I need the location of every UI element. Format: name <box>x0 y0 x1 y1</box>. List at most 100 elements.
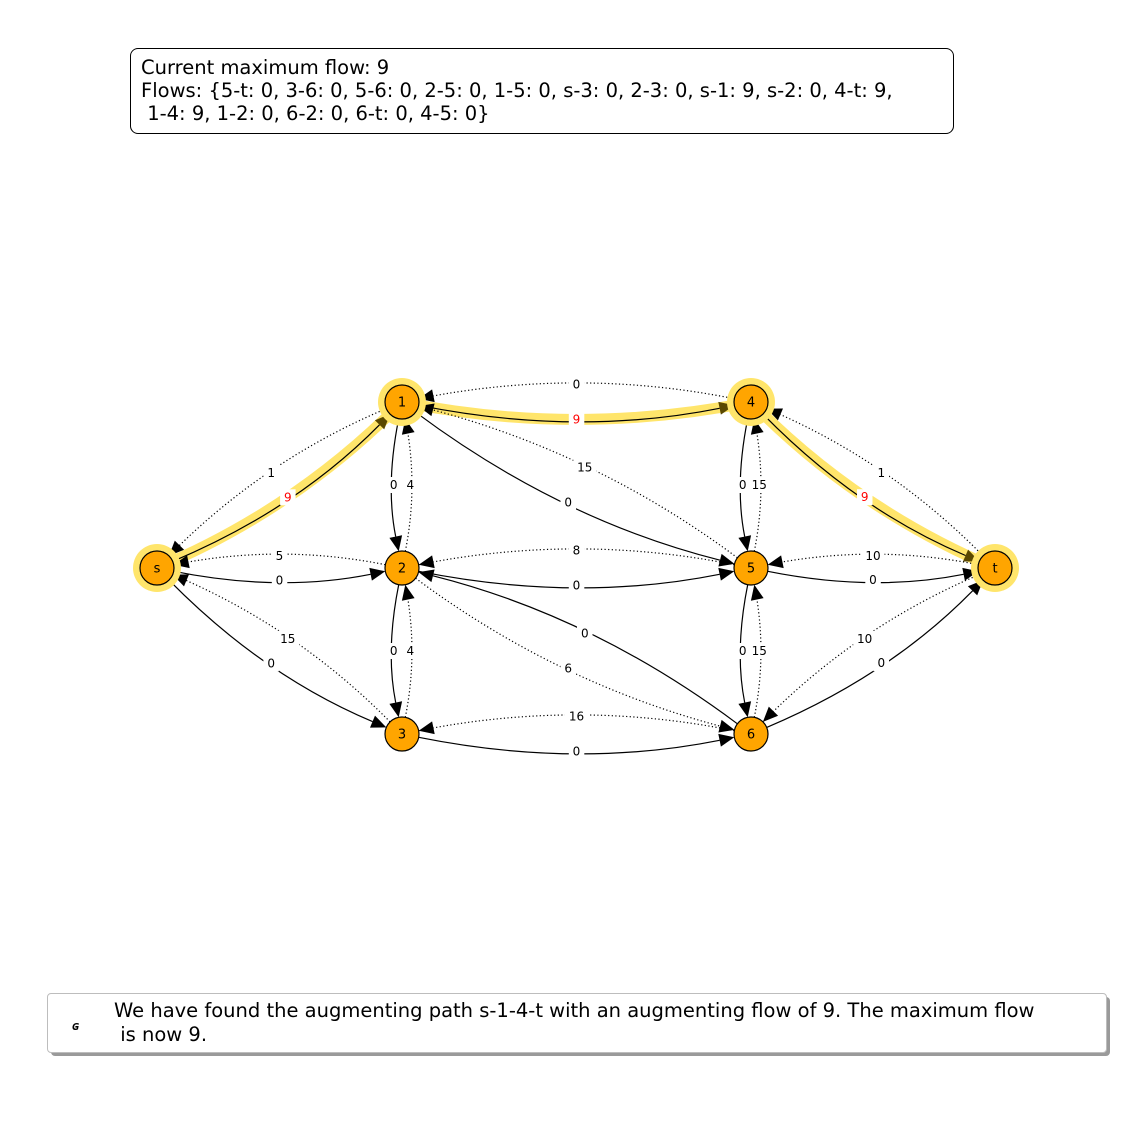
edge-t-6-label: 10 <box>853 630 877 647</box>
edge-s-1-label-text: 9 <box>284 490 292 504</box>
edge-3-6-label-text: 0 <box>573 745 581 759</box>
edge-5-6-arrowhead <box>738 701 752 718</box>
node-4: 4 <box>727 378 775 426</box>
edge-2-1-label-bg <box>402 477 419 493</box>
node-1-circle <box>384 384 420 420</box>
edge-3-2-label-bg <box>402 643 419 659</box>
edge-1-s-label-bg <box>263 464 279 481</box>
edge-6-2-label-text: 0 <box>581 627 589 641</box>
edge-s-2-arrowhead <box>369 567 386 581</box>
edge-3-s-label-text: 15 <box>280 632 295 646</box>
edge-3-2-arrowhead <box>401 584 415 601</box>
edge-5-4-label: 15 <box>747 477 771 493</box>
edge-2-6-label-bg <box>560 660 576 677</box>
edge-2-3-arrowhead <box>389 701 403 718</box>
edge-6-t-label-bg <box>873 655 889 672</box>
edge-6-3-arrowhead <box>418 721 435 735</box>
edge-2-6-arrowhead <box>718 719 735 733</box>
edge-4-1-label-text: 0 <box>573 378 581 392</box>
edge-t-6-label-bg <box>853 630 877 647</box>
edge-2-1 <box>404 418 413 552</box>
node-3-label: 3 <box>398 728 406 743</box>
edge-3-6-arrowhead <box>718 733 735 747</box>
edge-t-5-label-bg <box>861 547 885 564</box>
edge-1-5-label: 0 <box>560 494 576 511</box>
edge-s-3-label-bg <box>263 655 279 672</box>
edge-4-5-label: 0 <box>735 477 751 493</box>
edge-t-5-label-text: 10 <box>865 549 880 563</box>
edge-4-5-label-bg <box>735 477 751 493</box>
edge-s-1-highlight <box>151 396 408 574</box>
node-1: 1 <box>378 378 426 426</box>
node-5: 5 <box>733 550 769 586</box>
edge-s-2-label: 0 <box>271 572 288 589</box>
edge-2-1-label: 4 <box>402 477 419 493</box>
edge-5-t-label-bg <box>865 572 881 589</box>
edge-6-2-arrowhead <box>418 569 435 583</box>
flows-line-2: 1-4: 9, 1-2: 0, 6-2: 0, 6-t: 0, 4-5: 0} <box>141 102 490 125</box>
edge-t-6-label-text: 10 <box>857 632 872 646</box>
edge-5-t-label-text: 0 <box>869 573 877 587</box>
edge-1-5-label-bg <box>560 494 576 511</box>
node-s: s <box>133 544 181 592</box>
edge-2-1-label-text: 4 <box>406 478 414 492</box>
edge-6-t-label-text: 0 <box>877 656 885 670</box>
node-5-label: 5 <box>747 562 755 577</box>
edge-s-2-label-bg <box>271 572 288 589</box>
edge-6-5-label-text: 15 <box>752 644 767 658</box>
edge-5-t-label: 0 <box>865 572 881 589</box>
edge-2-s <box>173 553 386 566</box>
edge-1-2-arrowhead <box>389 535 403 552</box>
edge-3-s-label: 15 <box>276 630 300 647</box>
edge-5-4-label-bg <box>747 477 771 493</box>
edge-3-s <box>172 574 391 723</box>
edge-6-3-label-text: 16 <box>569 710 584 724</box>
edge-2-3-label-bg <box>385 643 402 659</box>
node-1-label: 1 <box>398 396 406 411</box>
node-6: 6 <box>733 716 769 752</box>
message-box: ɢ We have found the augmenting path s-1-… <box>47 993 1107 1053</box>
edge-6-5 <box>753 584 762 718</box>
edge-6-5-arrowhead <box>750 584 764 601</box>
edge-2-5-arrowhead <box>718 567 735 581</box>
message-line-1: We have found the augmenting path s-1-4-… <box>114 999 1035 1022</box>
edge-4-t-highlight <box>745 396 1001 574</box>
node-4-circle <box>733 384 769 420</box>
edge-s-2-label-text: 0 <box>276 573 284 587</box>
edge-5-4 <box>753 418 762 552</box>
edge-2-3-label: 0 <box>385 643 402 659</box>
edge-1-s-label: 1 <box>263 464 279 481</box>
edge-1-4-label-text: 9 <box>573 412 581 426</box>
edge-4-t-label: 9 <box>857 489 873 506</box>
edge-layer <box>168 382 984 755</box>
edge-3-6-label-bg <box>568 743 585 760</box>
edge-s-1-label: 9 <box>280 489 296 506</box>
edge-s-3-arrowhead <box>370 715 387 728</box>
edge-5-2-label-bg <box>568 542 585 559</box>
edge-2-5-label-text: 0 <box>573 579 581 593</box>
edge-6-3-label-bg <box>565 708 588 725</box>
edge-1-4-label-bg <box>568 411 585 428</box>
edge-t-5-arrowhead <box>767 555 784 569</box>
node-3-circle <box>384 716 420 752</box>
edge-4-1-label-bg <box>568 376 585 393</box>
edge-5-1-label: 15 <box>573 459 597 476</box>
edge-1-s <box>168 408 387 557</box>
edge-4-5-label-text: 0 <box>739 478 747 492</box>
edge-t-4-label-text: 1 <box>877 466 885 480</box>
node-2-label: 2 <box>398 562 406 577</box>
edge-1-2-label-bg <box>385 477 402 493</box>
edge-3-2-label: 4 <box>402 643 419 659</box>
edge-1-5-arrowhead <box>718 553 735 567</box>
edge-s-3 <box>168 579 373 723</box>
edge-t-5-label: 10 <box>861 547 885 564</box>
edge-5-2-label: 8 <box>568 542 585 559</box>
edge-1-5-label-text: 0 <box>564 495 572 509</box>
edge-5-1-label-text: 15 <box>577 461 592 475</box>
edge-t-6-arrowhead <box>762 706 779 722</box>
edge-3-6-label: 0 <box>568 743 585 760</box>
message-line-2: is now 9. <box>114 1023 208 1046</box>
